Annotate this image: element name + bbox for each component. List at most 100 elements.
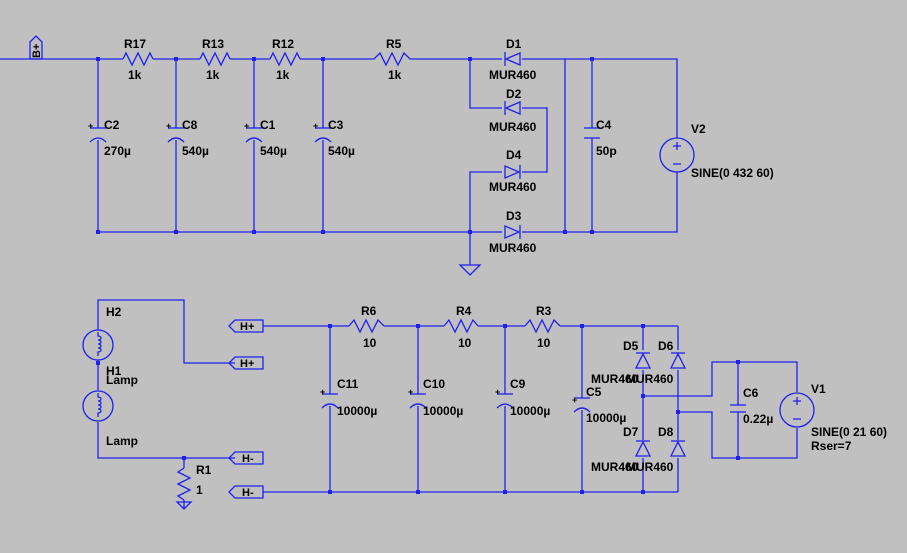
d5-name: D5 bbox=[623, 339, 639, 353]
d3-name: D3 bbox=[506, 209, 522, 223]
bottom-wires bbox=[97, 299, 798, 510]
r5-value: 1k bbox=[388, 68, 402, 82]
capacitor-c10[interactable]: + C10 10000µ bbox=[408, 377, 463, 418]
junction-dot bbox=[468, 230, 472, 234]
v1-value: SINE(0 21 60) bbox=[811, 425, 887, 439]
c11-name: C11 bbox=[337, 377, 359, 391]
h-minus-2-label: H- bbox=[242, 487, 254, 499]
c8-name: C8 bbox=[182, 118, 198, 132]
net-label-h-plus-1[interactable]: H+ bbox=[228, 319, 264, 333]
d8-value: MUR460 bbox=[626, 460, 674, 474]
diode-d2[interactable]: D2 MUR460 bbox=[489, 87, 537, 134]
h1-value: Lamp bbox=[106, 434, 138, 448]
r3-value: 10 bbox=[537, 336, 551, 350]
v2-name: V2 bbox=[691, 122, 706, 136]
v1-name: V1 bbox=[811, 382, 826, 396]
capacitor-c5[interactable]: + C5 10000µ bbox=[572, 385, 626, 425]
c4-value: 50p bbox=[596, 144, 617, 158]
c10-name: C10 bbox=[423, 377, 445, 391]
junction-dot bbox=[96, 57, 100, 61]
junction-dot bbox=[641, 324, 645, 328]
capacitor-c8[interactable]: + C8 540µ bbox=[166, 118, 209, 158]
junction-dot bbox=[252, 57, 256, 61]
r1-name: R1 bbox=[196, 463, 212, 477]
voltage-source-v1[interactable]: V1 SINE(0 21 60) Rser=7 bbox=[779, 382, 887, 453]
junction-dot bbox=[182, 456, 186, 460]
c10-value: 10000µ bbox=[423, 404, 463, 418]
c2-name: C2 bbox=[104, 118, 120, 132]
lamp-h2[interactable]: H2 Lamp bbox=[82, 305, 138, 387]
c5-name: C5 bbox=[586, 385, 602, 399]
diode-d4[interactable]: D4 MUR460 bbox=[489, 148, 537, 194]
junction-dot bbox=[676, 410, 680, 414]
junction-dot bbox=[252, 230, 256, 234]
d5-value: MUR460 bbox=[591, 372, 639, 386]
r3-name: R3 bbox=[536, 304, 552, 318]
d7-value: MUR460 bbox=[591, 460, 639, 474]
svg-text:+: + bbox=[166, 121, 171, 131]
net-label-b-plus[interactable]: B+ bbox=[31, 44, 43, 58]
r6-name: R6 bbox=[361, 304, 377, 318]
resistor-r17[interactable]: R17 1k bbox=[122, 37, 154, 82]
r17-value: 1k bbox=[128, 68, 142, 82]
svg-text:+: + bbox=[244, 121, 249, 131]
junction-dot bbox=[468, 57, 472, 61]
net-label-h-plus-2[interactable]: H+ bbox=[228, 356, 264, 370]
lamp-h1[interactable]: H1 Lamp bbox=[82, 364, 138, 448]
r1-value: 1 bbox=[196, 483, 203, 497]
svg-text:+: + bbox=[313, 121, 318, 131]
capacitor-c11[interactable]: + C11 10000µ bbox=[320, 377, 377, 418]
c6-value: 0.22µ bbox=[743, 412, 773, 426]
resistor-r12[interactable]: R12 1k bbox=[269, 37, 301, 82]
v2-value: SINE(0 432 60) bbox=[691, 166, 774, 180]
c6-name: C6 bbox=[743, 386, 759, 400]
d3-value: MUR460 bbox=[489, 241, 537, 255]
r4-name: R4 bbox=[456, 304, 472, 318]
d6-value: MUR460 bbox=[626, 372, 674, 386]
junctions bbox=[96, 57, 740, 494]
voltage-source-v2[interactable]: V2 SINE(0 432 60) bbox=[659, 122, 774, 180]
junction-dot bbox=[736, 456, 740, 460]
c3-value: 540µ bbox=[328, 144, 355, 158]
junction-dot bbox=[590, 230, 594, 234]
diode-d8[interactable]: D8 MUR460 bbox=[626, 425, 687, 474]
net-label-h-minus-2[interactable]: H- bbox=[228, 485, 264, 499]
h-plus-2-label: H+ bbox=[240, 358, 254, 370]
capacitor-c2[interactable]: + C2 270µ bbox=[88, 118, 131, 158]
c9-value: 10000µ bbox=[510, 404, 550, 418]
r4-value: 10 bbox=[458, 336, 472, 350]
diode-d6[interactable]: D6 MUR460 bbox=[626, 339, 687, 386]
diode-d5[interactable]: D5 MUR460 bbox=[591, 339, 652, 386]
capacitor-c9[interactable]: + C9 10000µ bbox=[495, 377, 550, 418]
svg-text:+: + bbox=[495, 387, 500, 397]
diode-d1[interactable]: D1 MUR460 bbox=[489, 37, 537, 82]
capacitor-c3[interactable]: + C3 540µ bbox=[313, 118, 355, 158]
c5-value: 10000µ bbox=[586, 411, 626, 425]
c1-name: C1 bbox=[260, 118, 276, 132]
junction-dot bbox=[736, 360, 740, 364]
junction-dot bbox=[328, 324, 332, 328]
capacitor-c1[interactable]: + C1 540µ bbox=[244, 118, 287, 158]
diode-d3[interactable]: D3 MUR460 bbox=[489, 209, 537, 255]
h2-name: H2 bbox=[106, 305, 122, 319]
capacitor-c4[interactable]: C4 50p bbox=[584, 118, 617, 158]
resistor-r13[interactable]: R13 1k bbox=[199, 37, 231, 82]
net-label-h-minus-1[interactable]: H- bbox=[228, 451, 264, 465]
resistor-r3[interactable]: R3 10 bbox=[524, 304, 561, 350]
r17-name: R17 bbox=[124, 37, 146, 51]
h1-name: H1 bbox=[106, 364, 122, 378]
c9-name: C9 bbox=[510, 377, 526, 391]
junction-dot bbox=[96, 230, 100, 234]
resistor-r4[interactable]: R4 10 bbox=[443, 304, 479, 350]
r5-name: R5 bbox=[386, 37, 402, 51]
svg-text:+: + bbox=[572, 395, 577, 405]
diode-d7[interactable]: D7 MUR460 bbox=[591, 425, 652, 474]
capacitor-c6[interactable]: C6 0.22µ bbox=[730, 386, 773, 426]
resistor-r1[interactable]: R1 1 bbox=[176, 463, 212, 501]
h-plus-1-label: H+ bbox=[240, 321, 254, 333]
junction-dot bbox=[96, 361, 100, 365]
svg-text:+: + bbox=[408, 387, 413, 397]
resistor-r6[interactable]: R6 10 bbox=[348, 304, 385, 350]
resistor-r5[interactable]: R5 1k bbox=[373, 37, 411, 82]
